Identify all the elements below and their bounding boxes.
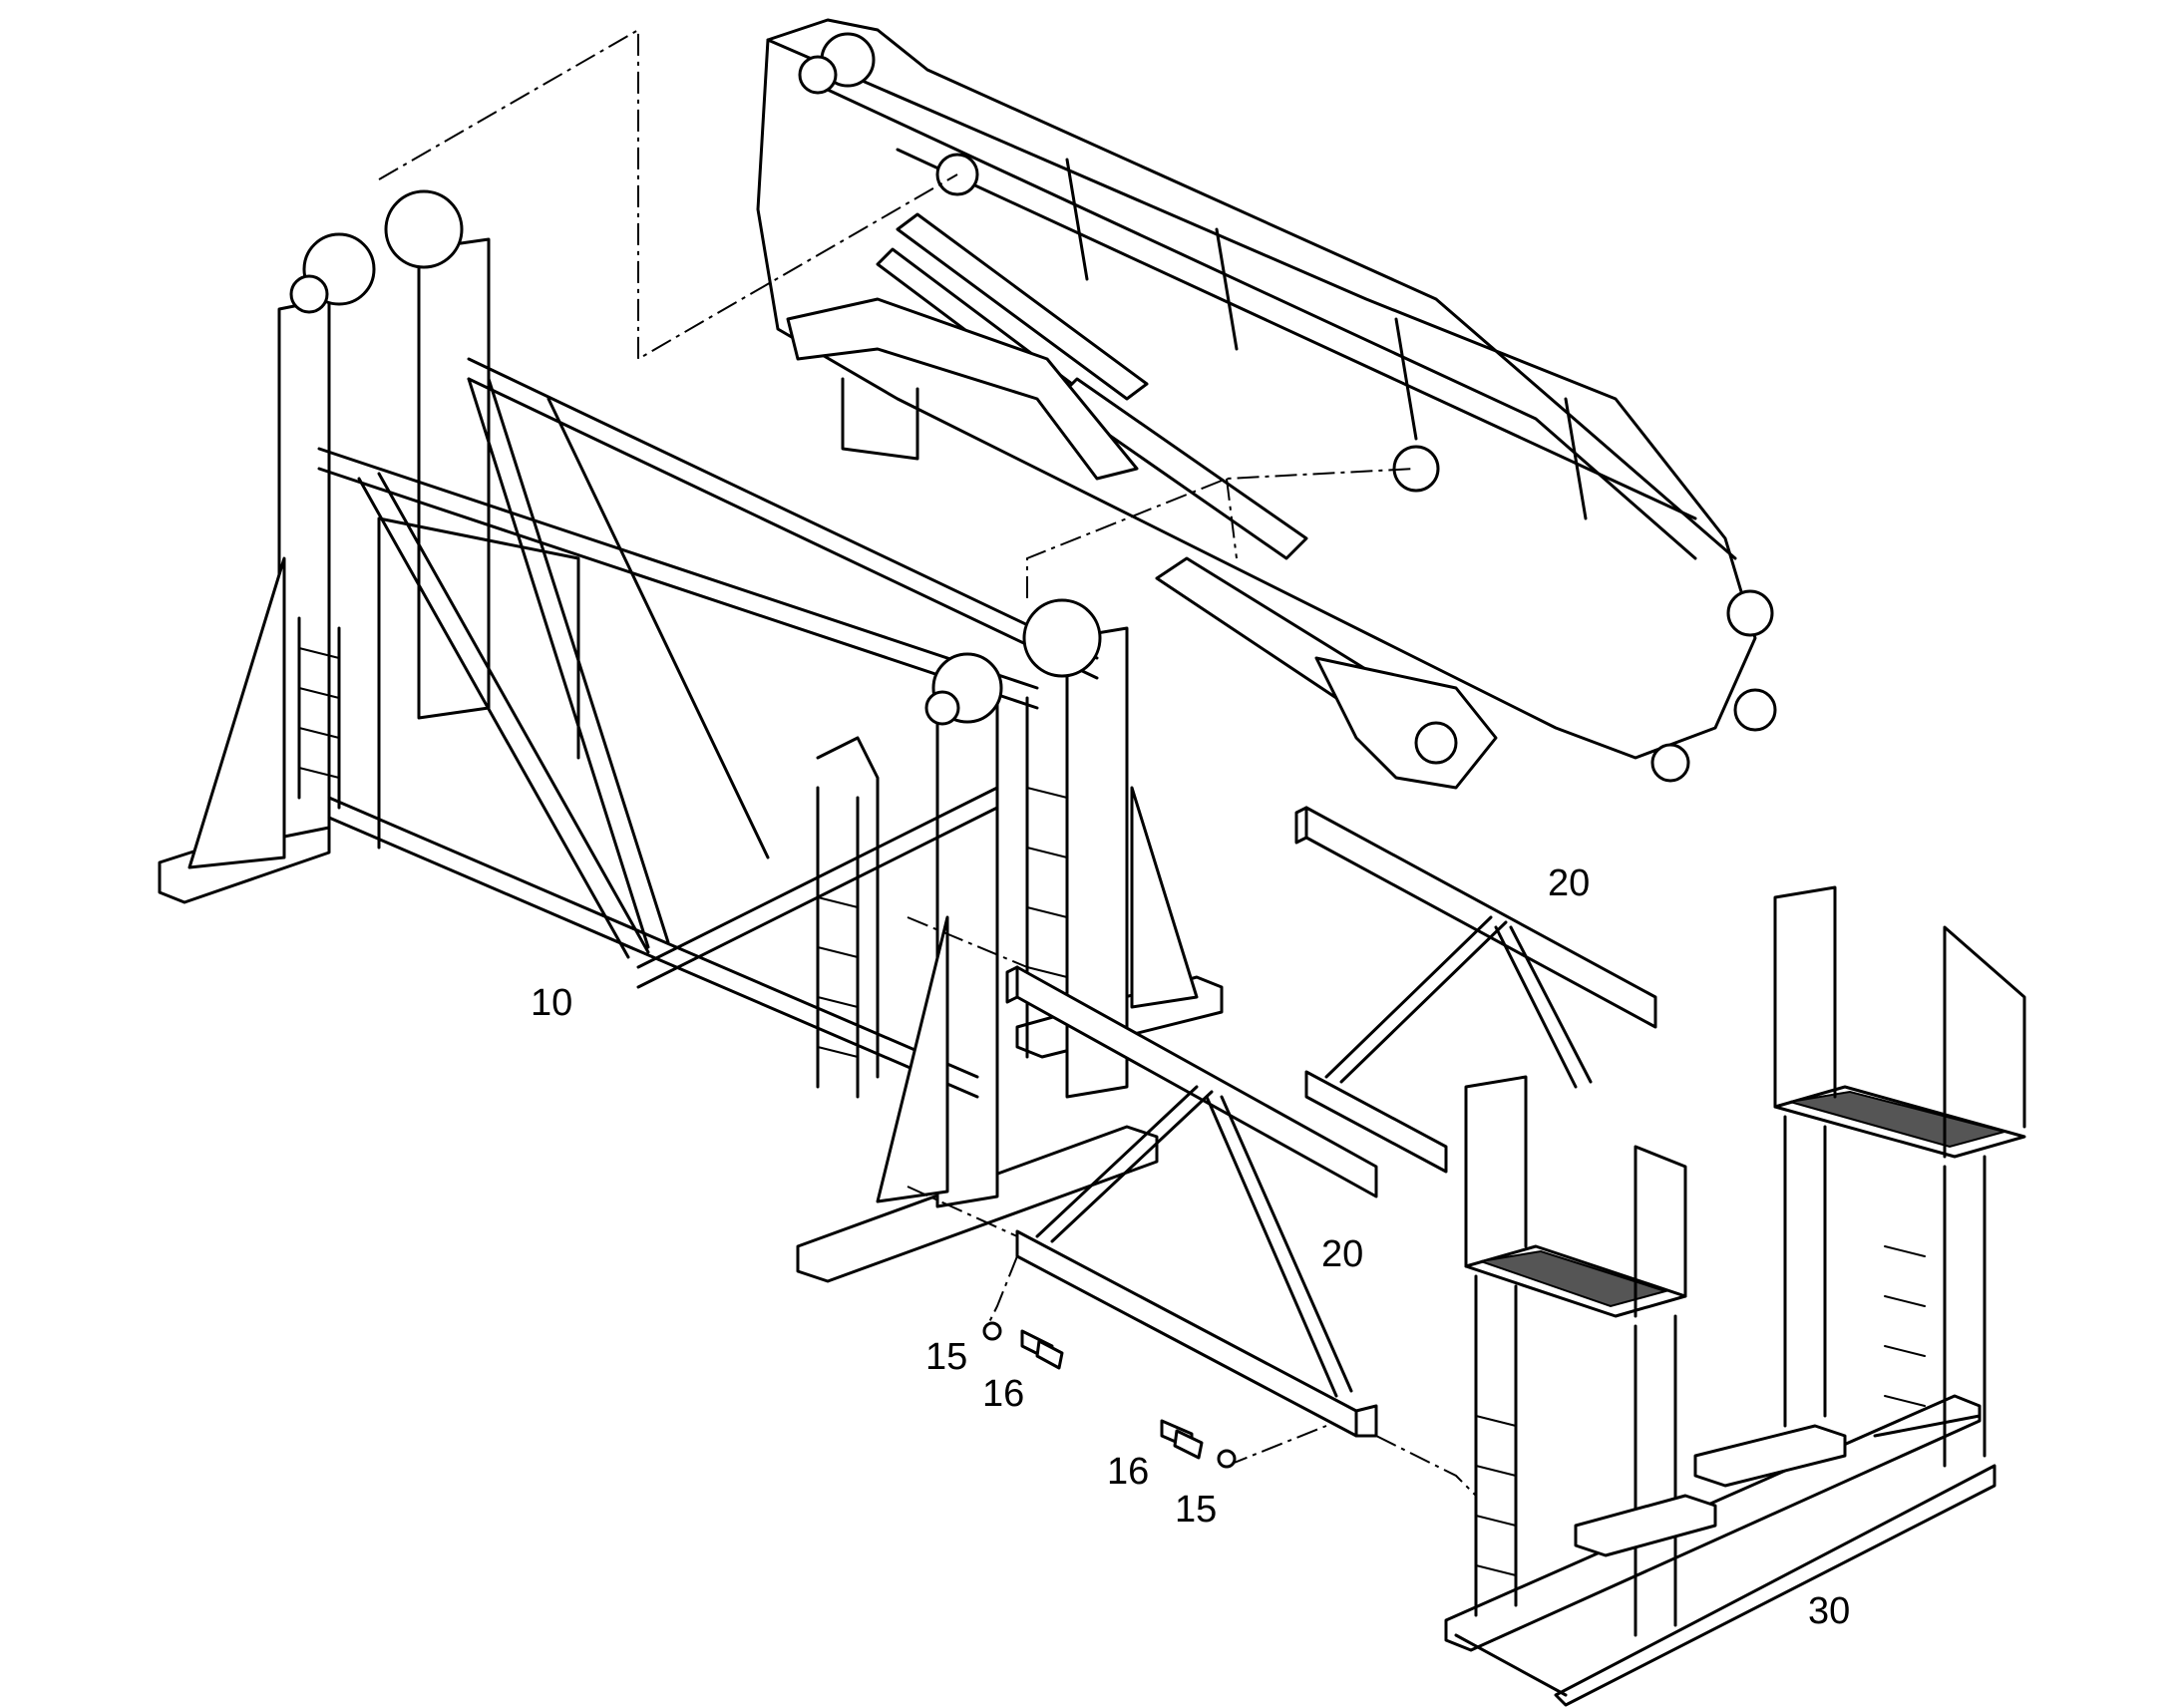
callout-20-lower: 20: [1321, 1233, 1363, 1275]
frame-assembly-10: [158, 189, 1224, 1283]
callout-20-upper: 20: [1548, 862, 1590, 904]
callout-16-right: 16: [1107, 1451, 1149, 1493]
alignment-lines: [378, 28, 1477, 1497]
callout-15-left: 15: [925, 1336, 967, 1378]
callout-30: 30: [1808, 1590, 1850, 1632]
callout-16-left: 16: [982, 1373, 1024, 1415]
platform-assembly-30: [1444, 885, 2026, 1707]
crossbeam-20-lower: [1005, 965, 1378, 1438]
fasteners: [982, 1321, 1237, 1469]
callout-15-right: 15: [1175, 1489, 1217, 1531]
crossbeam-20-upper: [1294, 806, 1657, 1174]
boom-assembly: [756, 18, 1777, 790]
callout-10: 10: [531, 982, 572, 1024]
callouts: 10 20 20 15 16 16 15 30: [531, 862, 1850, 1632]
